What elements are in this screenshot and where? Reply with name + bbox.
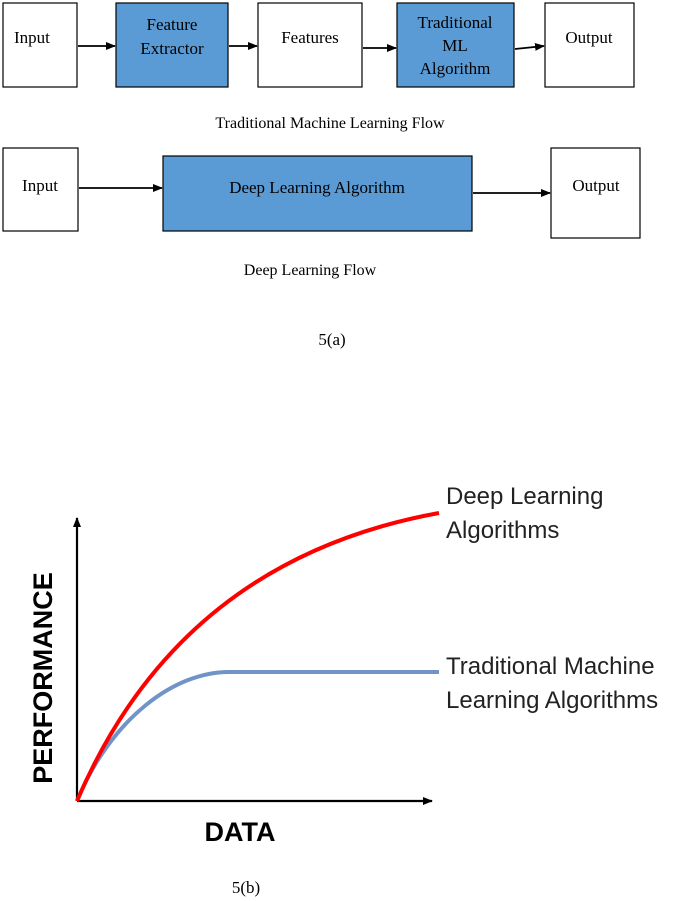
traditional-ml-flow: Input Feature Extractor Features Traditi…	[2, 2, 635, 132]
trad-node-features-box	[257, 2, 363, 88]
dl-node-algorithm-label: Deep Learning Algorithm	[229, 178, 405, 197]
trad-flow-caption: Traditional Machine Learning Flow	[215, 115, 445, 132]
trad-node-ml-algorithm: Traditional ML Algorithm	[396, 2, 515, 88]
dl-node-output: Output	[550, 147, 641, 239]
panel-a-label: 5(a)	[318, 330, 345, 349]
x-axis-label: DATA	[205, 817, 276, 847]
trad-node-ml-algorithm-label-line-1: Traditional	[418, 13, 493, 32]
trad-node-feature-extractor-box	[115, 2, 229, 88]
traditional-ml-curve	[75, 669, 439, 802]
trad-node-input-box	[2, 2, 78, 88]
deep-learning-curve-label-line-2: Algorithms	[446, 517, 559, 544]
y-axis-label: PERFORMANCE	[28, 572, 58, 784]
traditional-ml-curve-label-line-1: Traditional Machine	[446, 653, 655, 680]
trad-node-input: Input	[2, 2, 78, 88]
dl-flow-caption: Deep Learning Flow	[244, 262, 377, 279]
performance-chart: Deep Learning Algorithms Traditional Mac…	[28, 483, 658, 847]
trad-node-ml-algorithm-box	[396, 2, 515, 88]
panel-b-label: 5(b)	[232, 878, 260, 897]
dl-node-output-label: Output	[572, 176, 620, 195]
trad-node-output: Output	[544, 2, 635, 88]
dl-node-input-box	[2, 147, 79, 232]
dl-node-input: Input	[2, 147, 79, 232]
trad-node-feature-extractor-label-line-1: Feature	[147, 15, 198, 34]
trad-node-features-label: Features	[281, 28, 339, 47]
dl-node-algorithm-box	[162, 155, 473, 232]
dl-node-algorithm: Deep Learning Algorithm	[162, 155, 473, 232]
trad-node-features: Features	[257, 2, 363, 88]
trad-node-feature-extractor-label-line-2: Extractor	[140, 39, 204, 58]
trad-node-feature-extractor: Feature Extractor	[115, 2, 229, 88]
traditional-ml-curve-label-line-2: Learning Algorithms	[446, 687, 658, 714]
deep-learning-flow: Input Deep Learning Algorithm Output Dee…	[2, 147, 641, 279]
deep-learning-curve-label-line-1: Deep Learning	[446, 483, 603, 510]
trad-node-ml-algorithm-label-line-2: ML	[442, 36, 468, 55]
trad-arrow-algorithm-to-output	[514, 42, 545, 51]
trad-node-output-box	[544, 2, 635, 88]
trad-node-ml-algorithm-label-line-3: Algorithm	[420, 59, 491, 78]
trad-node-input-label: Input	[14, 28, 50, 47]
trad-node-output-label: Output	[565, 28, 613, 47]
dl-node-input-label: Input	[22, 176, 58, 195]
deep-learning-curve	[75, 511, 440, 802]
dl-node-output-box	[550, 147, 641, 239]
